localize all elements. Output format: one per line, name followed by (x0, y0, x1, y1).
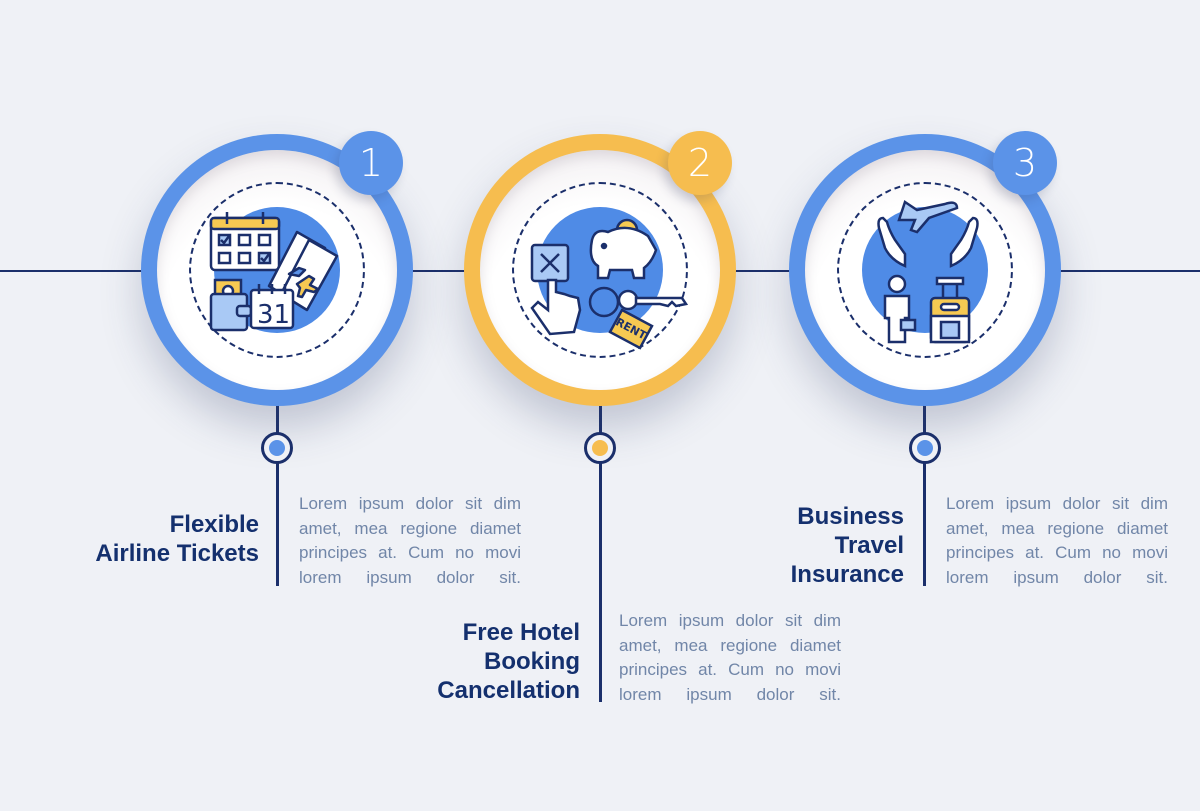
svg-text:31: 31 (257, 300, 290, 330)
traveler-icon (883, 274, 917, 344)
luggage-icon (929, 276, 971, 344)
connector-line-3 (923, 400, 926, 586)
calendar-31-icon: 31 (249, 284, 295, 330)
step-3-title: Business Travel Insurance (791, 502, 904, 589)
step-1: 31 1 (141, 131, 413, 406)
piggy-bank-icon (589, 218, 658, 280)
key-icon (588, 286, 689, 318)
step-2-number-badge: 2 (668, 131, 732, 195)
cancel-box-icon (530, 243, 570, 283)
step-3-dashed-ring (837, 182, 1013, 358)
connector-line-2 (599, 400, 602, 702)
calendar-icon (209, 212, 281, 272)
step-2-node (584, 432, 616, 464)
step-3-description: Lorem ipsum dolor sit dim amet, mea regi… (946, 494, 1168, 587)
airplane-icon (897, 200, 959, 234)
step-2-dashed-ring (512, 182, 688, 358)
step-1-title: Flexible Airline Tickets (95, 510, 259, 568)
step-2-title-line: Booking (484, 648, 580, 675)
wallet-icon (209, 278, 253, 332)
step-3-number-badge: 3 (993, 131, 1057, 195)
step-3: 3 (789, 131, 1061, 406)
cancel-piggybank-rent-key-icon: RENT (530, 218, 689, 350)
step-2-title: Free Hotel Booking Cancellation (437, 618, 580, 705)
step-3-title-line: Insurance (790, 561, 904, 588)
connector-line-1 (276, 400, 279, 586)
hands-plane-traveler-luggage-icon (877, 200, 979, 344)
step-1-title-line: Flexible (169, 511, 259, 538)
step-1-node-dot (269, 440, 285, 456)
rent-tag-icon: RENT (608, 308, 654, 350)
step-2-description: Lorem ipsum dolor sit dim amet, mea regi… (619, 611, 841, 704)
calendar-tickets-wallet-icon: 31 (209, 212, 339, 332)
step-1-title-line: Airline Tickets (95, 540, 259, 567)
step-3-title-line: Business (797, 503, 904, 530)
pointing-hand-icon (530, 278, 582, 336)
step-1-dashed-ring (189, 182, 365, 358)
step-3-node-dot (917, 440, 933, 456)
step-3-node (909, 432, 941, 464)
step-2-title-line: Cancellation (437, 677, 580, 704)
airline-tickets-icon (267, 230, 339, 312)
step-3-title-line: Travel (834, 532, 904, 559)
protecting-hands-icon (877, 216, 979, 268)
step-2-title-line: Free Hotel (462, 619, 580, 646)
step-1-description: Lorem ipsum dolor sit dim amet, mea regi… (299, 494, 521, 587)
step-2-node-dot (592, 440, 608, 456)
step-1-node (261, 432, 293, 464)
step-2: RENT 2 (464, 131, 736, 406)
step-1-number-badge: 1 (339, 131, 403, 195)
